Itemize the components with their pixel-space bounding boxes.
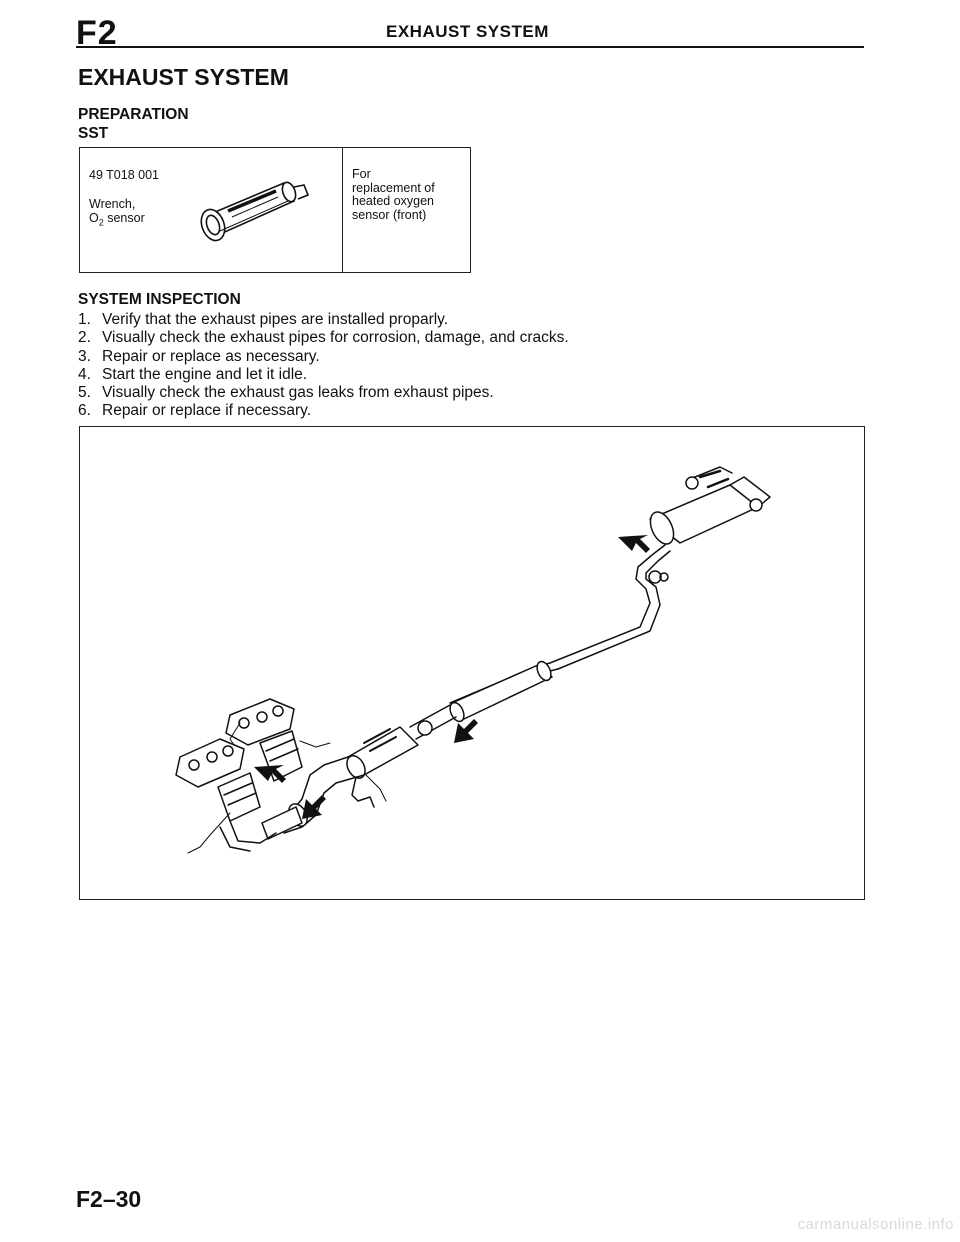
list-item: 2.Visually check the exhaust pipes for c… [78, 329, 569, 347]
list-item: 4.Start the engine and let it idle. [78, 365, 308, 383]
page-number: F2–30 [76, 1186, 142, 1212]
page-title: EXHAUST SYSTEM [78, 64, 289, 90]
sst-purpose-cell: For replacement of heated oxygen sensor … [352, 167, 464, 222]
preparation-heading: PREPARATION SST [78, 105, 189, 143]
sst-purpose-line: For [352, 167, 371, 181]
exhaust-system-drawing [175, 466, 771, 854]
section-code: F2 [76, 14, 118, 52]
sst-tool-name-line1: Wrench, [89, 197, 136, 211]
list-item: 5.Visually check the exhaust gas leaks f… [78, 384, 494, 402]
header-title: EXHAUST SYSTEM [386, 22, 549, 41]
list-item: 1.Verify that the exhaust pipes are inst… [78, 311, 449, 328]
tail-pipe [541, 544, 666, 666]
exhaust-system-figure [79, 426, 865, 900]
sst-part-number: 49 T018 001 [89, 168, 159, 182]
inspection-heading: SYSTEM INSPECTION [78, 291, 241, 308]
sst-purpose-line: replacement of [352, 180, 435, 195]
inspection-steps: 1.Verify that the exhaust pipes are inst… [78, 311, 569, 421]
arrow-icon [618, 535, 650, 553]
watermark: carmanualsonline.info [797, 1216, 954, 1233]
sst-tool-name-line2: O2 sensor [89, 211, 145, 228]
list-item: 6.Repair or replace if necessary. [78, 402, 312, 420]
o2-sensor-wrench-drawing [200, 181, 310, 242]
sst-purpose-line: sensor (front) [352, 207, 427, 222]
sst-purpose-line: heated oxygen [352, 194, 435, 208]
list-item: 3.Repair or replace as necessary. [78, 347, 320, 365]
arrow-icon [254, 765, 286, 783]
sst-label: SST [78, 125, 109, 142]
preparation-label: PREPARATION [78, 106, 189, 123]
resonator [451, 664, 553, 720]
header-rule [76, 46, 864, 48]
arrow-icon [302, 795, 326, 819]
sst-tool-cell: 49 T018 001 Wrench, O2 sensor [89, 168, 159, 230]
sst-table-divider [342, 148, 343, 272]
sst-table: 49 T018 001 Wrench, O2 sensor For replac… [79, 147, 471, 273]
arrow-icon [454, 719, 478, 743]
